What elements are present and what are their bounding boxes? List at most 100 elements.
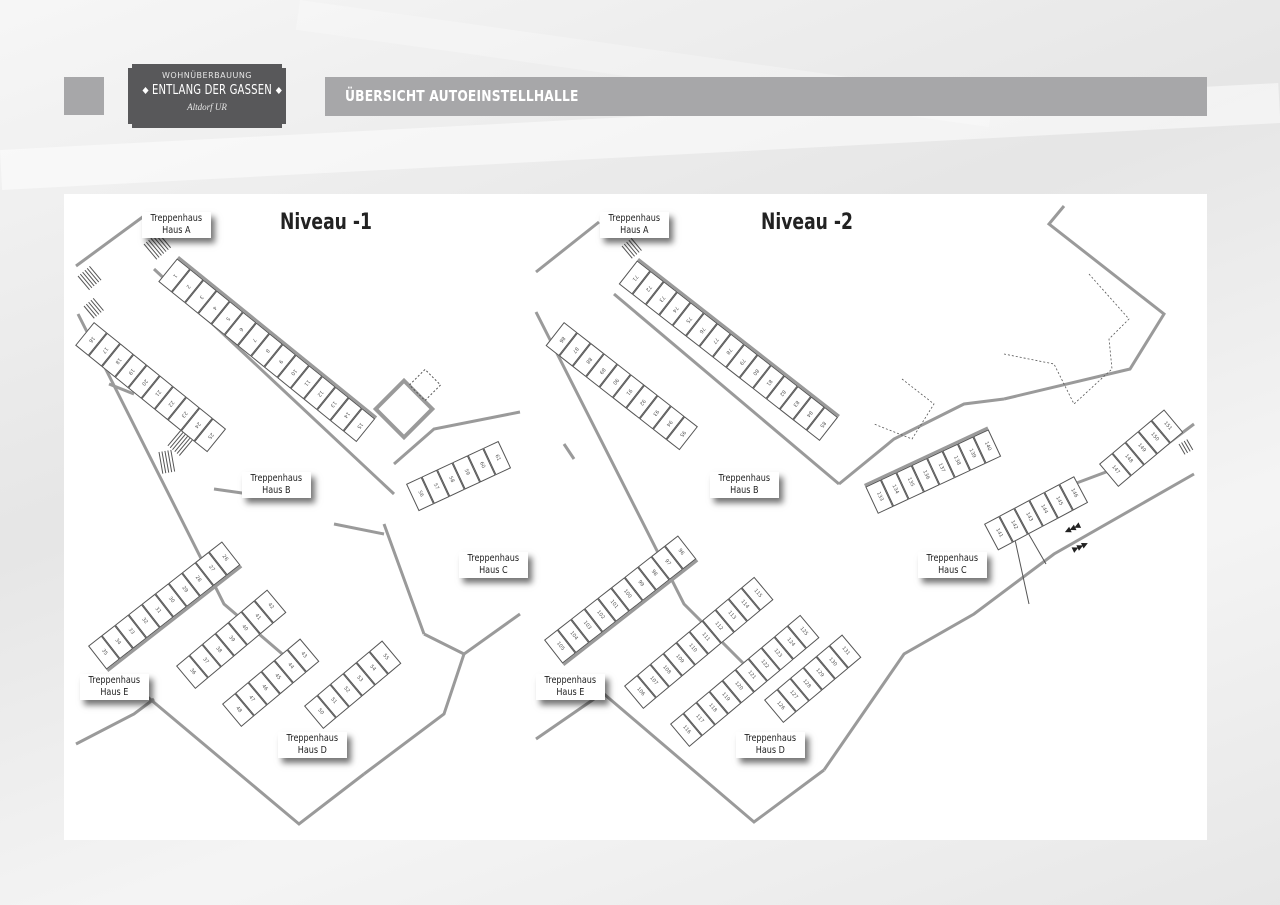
parking-space-number: 88 (583, 355, 593, 365)
parking-space-number: 91 (624, 387, 633, 396)
parking-space-number: 97 (662, 558, 672, 568)
diamond-icon (142, 86, 149, 95)
parking-space-number: 138 (951, 455, 962, 467)
parking-space-number: 104 (568, 630, 579, 642)
parking-space-number: 109 (673, 653, 685, 665)
parking-space-number: 103 (581, 620, 593, 632)
parking-space-number: 136 (920, 469, 931, 481)
parking-space-number: 30 (166, 595, 176, 605)
stairwell-label-line: Haus A (162, 225, 191, 236)
stairwell-label-haus-b: Treppenhaus Haus B (710, 472, 779, 498)
parking-space-number: 119 (719, 691, 731, 703)
parking-space-number: 145 (1053, 495, 1064, 507)
parking-space-number: 45 (272, 672, 282, 682)
stairwell-label-line: Haus A (620, 225, 649, 236)
parking-space-number: 123 (771, 647, 783, 660)
parking-space-number: 87 (570, 345, 580, 354)
parking-space-number: 23 (179, 409, 188, 419)
parking-space-number: 1 (170, 272, 178, 279)
parking-space-number: 18 (113, 356, 122, 365)
stairwell-label-line: Haus B (262, 485, 291, 496)
parking-space-number: 101 (608, 599, 619, 611)
parking-space-number: 139 (967, 448, 977, 460)
parking-space-number: 92 (637, 397, 647, 407)
parking-space-number: 83 (791, 398, 800, 408)
stairwell-label-line: Haus C (479, 565, 508, 576)
parking-space-number: 35 (99, 648, 109, 657)
parking-space-number: 15 (354, 420, 364, 430)
parking-space-number: 71 (630, 273, 639, 282)
parking-space-number: 33 (126, 627, 136, 637)
logo-sub-line: Altdorf UR (187, 102, 227, 112)
parking-space-number: 22 (166, 398, 175, 408)
page-title-bar: ÜBERSICHT AUTOEINSTELLHALLE (325, 77, 1207, 116)
stairwell-label-line: Treppenhaus (608, 213, 661, 224)
stairwell-label-haus-c: Treppenhaus Haus C (918, 552, 987, 578)
parking-space-number: 151 (1161, 420, 1173, 432)
parking-space-number: 31 (153, 606, 162, 616)
stairwell-label-line: Treppenhaus (250, 473, 303, 484)
parking-space-number: 37 (200, 656, 210, 666)
level-title: Niveau -2 (761, 210, 853, 235)
parking-space-number: 141 (993, 527, 1004, 539)
stairwell-label-line: Haus D (297, 745, 327, 756)
parking-space-number: 6 (237, 325, 244, 332)
parking-space-number: 102 (594, 609, 606, 621)
stairwell-label-line: Treppenhaus (88, 675, 141, 686)
parking-space-number: 147 (1109, 464, 1121, 476)
parking-space-number: 40 (239, 623, 249, 633)
parking-space-number: 86 (557, 334, 566, 344)
parking-space-number: 93 (650, 407, 660, 417)
stairwell-label-haus-a: Treppenhaus Haus A (142, 212, 211, 238)
parking-space-number: 19 (126, 366, 136, 376)
parking-space-number: 34 (113, 637, 122, 647)
parking-space-number: 52 (341, 685, 351, 695)
stairwell-label-line: Treppenhaus (718, 473, 771, 484)
stairwell-label-line: Treppenhaus (544, 675, 597, 686)
parking-space-number: 98 (649, 568, 659, 578)
parking-space-number: 53 (354, 674, 364, 684)
stairwell-label-haus-d: Treppenhaus Haus D (278, 732, 347, 758)
parking-space-number: 57 (431, 482, 440, 491)
parking-space-number: 137 (936, 462, 946, 474)
parking-space-number: 114 (738, 599, 750, 611)
parking-space-number: 44 (285, 661, 295, 671)
parking-space-number: 11 (302, 377, 311, 387)
parking-space-number: 94 (664, 418, 673, 428)
parking-space-number: 75 (683, 314, 693, 324)
parking-space-number: 113 (725, 609, 737, 622)
parking-space-number: 74 (670, 304, 680, 314)
parking-space-number: 135 (905, 476, 915, 488)
stairwell-label-line: Haus C (938, 565, 967, 576)
parking-space-number: 116 (680, 724, 692, 736)
stairwell-label-haus-b: Treppenhaus Haus B (242, 472, 311, 498)
parking-space-number: 50 (315, 707, 325, 717)
parking-space-number: 81 (764, 377, 773, 387)
parking-space-number: 89 (597, 366, 606, 375)
parking-space-number: 82 (777, 388, 787, 397)
project-logo: WOHNÜBERBAUUNG ENTLANG DER GASSEN Altdor… (128, 64, 286, 128)
parking-space-number: 3 (197, 293, 205, 300)
parking-space-number: 17 (100, 345, 109, 355)
parking-space-number: 140 (982, 440, 992, 453)
parking-space-number: 13 (328, 399, 338, 409)
parking-space-number: 99 (635, 579, 645, 589)
level-title: Niveau -1 (280, 210, 372, 235)
parking-space-number: 46 (259, 683, 269, 693)
parking-space-number: 121 (745, 669, 757, 681)
parking-space-number: 36 (187, 667, 197, 677)
parking-space-number: 72 (643, 283, 653, 293)
parking-space-number: 106 (634, 686, 646, 698)
parking-space-number: 84 (804, 409, 814, 418)
stairwell-label-haus-e: Treppenhaus Haus E (536, 674, 605, 700)
parking-space-number: 12 (315, 388, 324, 398)
parking-space-number: 76 (697, 325, 706, 335)
parking-space-number: 117 (693, 713, 705, 725)
parking-space-number: 124 (784, 637, 796, 649)
parking-space-number: 32 (139, 616, 149, 626)
corner-square (64, 77, 104, 115)
parking-space-number: 4 (210, 304, 218, 311)
parking-space-number: 108 (660, 664, 672, 676)
